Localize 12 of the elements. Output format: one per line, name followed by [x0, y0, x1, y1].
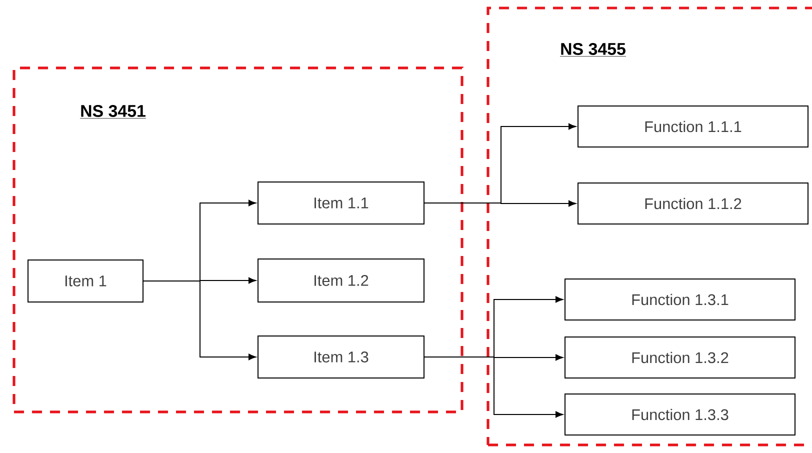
arrow [143, 280, 256, 360]
process-box: Function 1.1.1 [578, 105, 808, 148]
process-box: Item 1.2 [258, 258, 424, 302]
process-box: Function 1.3.1 [564, 278, 796, 320]
process-box: Function 1.1.2 [578, 182, 808, 224]
process-box: Function 1.3.2 [564, 336, 796, 378]
arrow [424, 200, 576, 207]
process-box: Item 1.1 [258, 181, 424, 224]
process-box: Item 1.3 [258, 335, 424, 378]
process-box: Item 1 [28, 259, 144, 302]
process-box: Function 1.3.3 [564, 393, 796, 436]
arrow [424, 356, 563, 418]
